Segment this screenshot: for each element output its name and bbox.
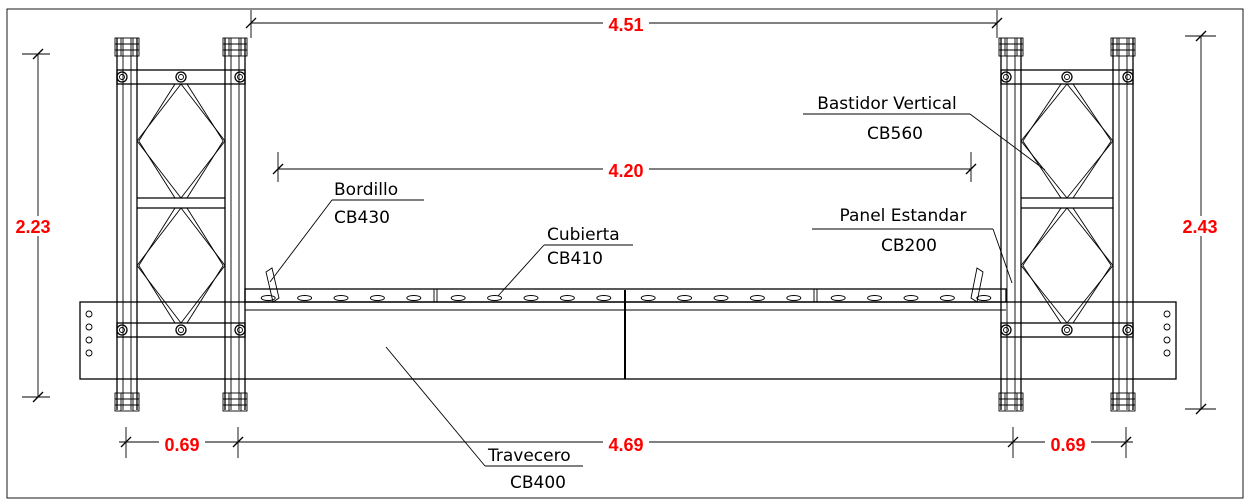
label-travecero-name: Travecero — [487, 446, 571, 466]
dim-left-height: 2.23 — [15, 217, 50, 237]
transom-end-holes-left — [85, 310, 93, 357]
label-bordillo-name: Bordillo — [334, 180, 398, 200]
label-bastidor-code: CB560 — [867, 124, 923, 144]
label-bordillo-code: CB430 — [334, 208, 390, 228]
label-cubierta-name: Cubierta — [547, 225, 620, 245]
dim-bottom-center: 4.69 — [608, 435, 643, 455]
label-cubierta-code: CB410 — [547, 249, 603, 269]
curb-right — [970, 267, 984, 303]
panel-right — [998, 37, 1136, 412]
transom-end-holes-right — [1163, 310, 1171, 357]
dim-top-span: 4.51 — [608, 15, 643, 35]
label-travecero-code: CB400 — [510, 473, 566, 493]
drawing-border — [6, 8, 1244, 499]
label-bastidor-name: Bastidor Vertical — [817, 94, 957, 114]
dim-bottom-right: 0.69 — [1050, 435, 1085, 455]
label-panel-code: CB200 — [881, 236, 937, 256]
curb-left — [265, 267, 280, 303]
dim-deck-span: 4.20 — [608, 161, 643, 181]
panel-left — [114, 37, 248, 412]
dim-bottom-left: 0.69 — [164, 435, 199, 455]
deck-slots — [260, 295, 992, 301]
dim-right-height: 2.43 — [1182, 217, 1217, 237]
label-panel-name: Panel Estandar — [840, 206, 967, 226]
